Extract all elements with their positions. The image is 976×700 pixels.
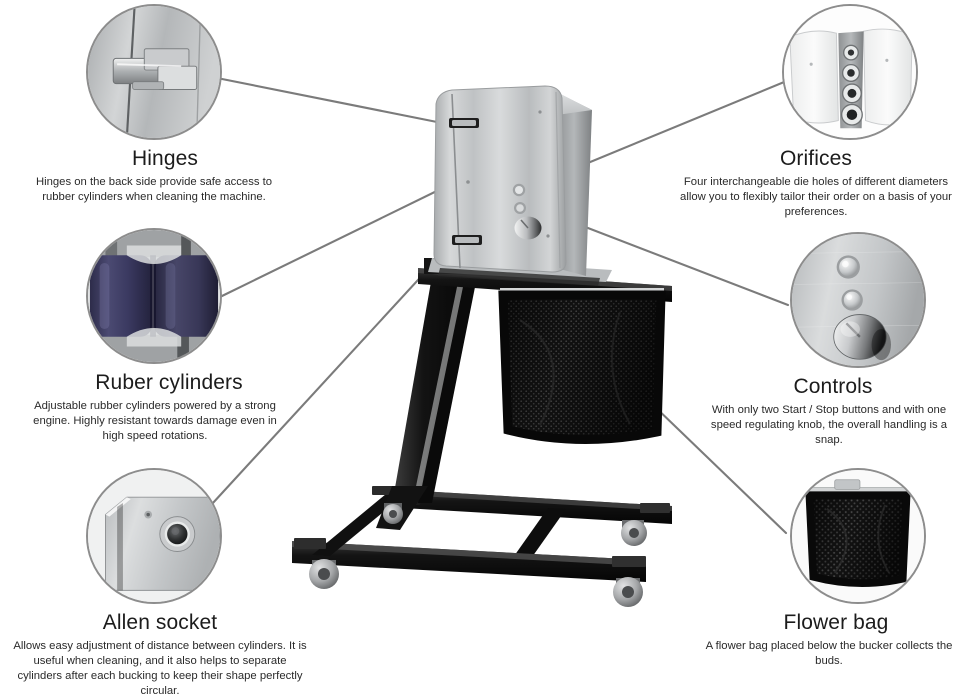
hinge-latch-art bbox=[88, 6, 220, 138]
base-cross-brace bbox=[512, 508, 566, 560]
callout-desc-ruber: Adjustable rubber cylinders powered by a… bbox=[33, 400, 277, 443]
die-holes-photo[interactable] bbox=[782, 4, 918, 140]
connector-hinges bbox=[220, 77, 459, 128]
base-spine bbox=[312, 494, 404, 556]
callout-title-ruber: Ruber cylinders bbox=[95, 371, 243, 394]
panel-screw bbox=[538, 110, 542, 114]
callout-desc-orifices: Four interchangeable die holes of differ… bbox=[680, 176, 952, 219]
caster-rear-right bbox=[621, 520, 647, 546]
die-holes-art bbox=[784, 6, 916, 138]
allen-socket-art bbox=[88, 470, 220, 602]
callout-orifices[interactable]: Orifices Four interchangeable die holes … bbox=[660, 4, 960, 220]
hinge-latch-upper bbox=[449, 118, 479, 128]
connector-flowerbag bbox=[649, 401, 788, 535]
bag-trim bbox=[498, 290, 666, 445]
leg-main-back bbox=[418, 272, 478, 503]
connector-allen bbox=[210, 241, 454, 506]
callout-allen-socket[interactable]: Allen socket Allows easy adjustment of d… bbox=[8, 468, 308, 699]
control-panel-photo[interactable] bbox=[790, 232, 926, 368]
callout-title-allen: Allen socket bbox=[102, 611, 218, 634]
flower-bag bbox=[498, 288, 666, 445]
callout-ruber-cylinders[interactable]: Ruber cylinders Adjustable rubber cylind… bbox=[8, 228, 308, 444]
hinge-latch-photo[interactable] bbox=[86, 4, 222, 140]
control-panel-art bbox=[792, 234, 924, 366]
base-plate-front-right bbox=[612, 556, 646, 567]
callout-title-hinges: Hinges bbox=[132, 147, 198, 170]
base-plate-rear-right bbox=[640, 503, 670, 513]
callout-desc-hinges: Hinges on the back side provide safe acc… bbox=[35, 176, 273, 204]
control-cluster[interactable] bbox=[512, 183, 542, 240]
callout-title-controls: Controls bbox=[793, 375, 873, 398]
caster-front-right bbox=[613, 577, 643, 607]
connector-orifices bbox=[564, 78, 791, 174]
mesh-flower-bag-art bbox=[792, 470, 924, 602]
callout-controls[interactable]: Controls With only two Start / Stop butt… bbox=[668, 232, 968, 448]
caster-rear-left bbox=[383, 503, 403, 524]
panel-screw bbox=[466, 180, 470, 184]
callout-title-orifices: Orifices bbox=[780, 147, 852, 170]
rubber-cylinders-art bbox=[88, 230, 220, 362]
connector-ruber bbox=[220, 184, 449, 298]
callout-desc-flowerbag: A flower bag placed below the bucker col… bbox=[705, 640, 953, 668]
casters bbox=[309, 503, 647, 607]
base-plate-front-left bbox=[294, 538, 326, 549]
caster-front-left bbox=[309, 559, 339, 589]
machine-head bbox=[428, 85, 612, 286]
callout-flower-bag[interactable]: Flower bag A flower bag placed below the… bbox=[668, 468, 968, 669]
hinge-latch-lower bbox=[452, 235, 482, 245]
callout-title-flowerbag: Flower bag bbox=[783, 611, 889, 634]
leg-gap-highlight bbox=[414, 282, 464, 496]
callout-desc-controls: With only two Start / Stop buttons and w… bbox=[710, 404, 948, 447]
callout-desc-allen: Allows easy adjustment of distance betwe… bbox=[13, 640, 307, 698]
knob-indicator bbox=[520, 219, 529, 229]
allen-socket-photo[interactable] bbox=[86, 468, 222, 604]
mesh-flower-bag-photo[interactable] bbox=[790, 468, 926, 604]
panel-screw bbox=[546, 234, 550, 238]
rubber-cylinders-photo[interactable] bbox=[86, 228, 222, 364]
callout-hinges[interactable]: Hinges Hinges on the back side provide s… bbox=[8, 4, 308, 205]
